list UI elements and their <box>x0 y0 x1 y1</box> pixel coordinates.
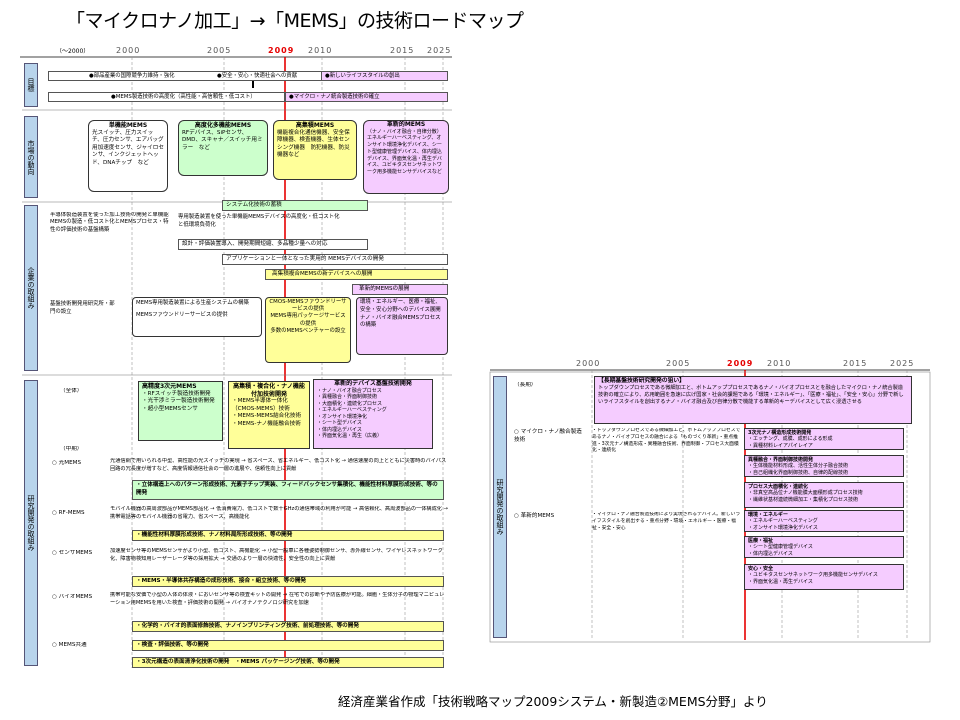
right-year-2010: 2010 <box>767 360 792 368</box>
right-micronano-label: ○ マイクロ・ナノ融合製造技術 <box>514 429 582 443</box>
left-year-2005: 2005 <box>207 47 232 55</box>
industry-package: MEMS専用パッケージサービスの提供 <box>270 313 346 327</box>
right-novel-text: ・マイクロ・ナノ融合製造技術により実現されるデバイス。新しいライフスタイルを創出… <box>592 512 741 531</box>
right-environment-energy: 環境・エネルギー・エネルギーハーベスティング・オンサイト環境浄化デバイス <box>744 510 904 532</box>
goal-manufacturing: ●MEMS製造技術の高度化（高性能・高信頼性・低コスト） <box>48 92 285 102</box>
research-composite: 高集積・複合化・ナノ機能付加技術開発 ・MEMS半導体一体化（CMOS-MEMS… <box>228 381 310 449</box>
research-optical-label: ○ 光MEMS <box>52 460 81 466</box>
research-novel-device: 革新的デバイス基盤技術開発 ・ナノ・バイオ融合プロセス・異種融合・界面制御技術・… <box>313 379 433 449</box>
band-application: アプリケーションと一体となった実用的 MEMSデバイスの開発 <box>222 254 448 265</box>
left-year-2000: 2000 <box>116 47 141 55</box>
band-rf: ・機能性材料厚膜形成技術、ナノ材料局所形成技術、等の開発 <box>132 530 444 541</box>
goal-micronano: ●マイクロ・ナノ統合製造技術の確立 <box>285 92 448 102</box>
research-rf-label: ○ RF-MEMS <box>52 510 85 516</box>
timeline-start-label: （〜2000） <box>56 48 90 55</box>
research-hd3-mems: 高精度3次元MEMS ・RFスイッチ製造技術開発・光干渉ミラー製造技術開発・超小… <box>138 381 223 441</box>
left-year-2015: 2015 <box>390 47 415 55</box>
market-novel-mems: 革新的MEMS（ナノ・バイオ融合・自律分散）エネルギーハーベスティング、オンサイ… <box>363 120 449 194</box>
right-micronano-text: ・トップダウンプロセスである微細加工と、ボトムアッププロセスであるナノ・バイオプ… <box>592 428 741 454</box>
right-hybrid-interface: 異種融合・界面制御技術開発・生体機能材料形成、活性生体分子融合技術・自己組織化界… <box>744 455 904 477</box>
left-year-2025: 2025 <box>427 47 452 55</box>
right-large-area: プロセス大面積化・連続化・非真空高品位ナノ機能膜大面積形成プロセス技術・繊維状基… <box>744 482 904 508</box>
source-caption: 経済産業省作成「技術戦略マップ2009システム・新製造②MEMS分野」より <box>338 694 768 709</box>
goal-safety: ●安全・安心・快適社会への貢献 <box>217 73 298 79</box>
research-common-label: ○ MEMS共通 <box>52 642 87 648</box>
side-label-industry: 企業の取組み <box>24 205 38 371</box>
side-label-goal: 目標 <box>24 63 38 107</box>
right-safety-security: 安心・安全・ユビキタスセンサネットワーク用多機能センサデバイス・界面気化温・再生… <box>744 564 904 590</box>
right-longterm-label: （長期） <box>514 382 537 388</box>
right-year-2015: 2015 <box>843 360 868 368</box>
industry-left-text: 半導体製造装置を使った加工技術の開発と単機能MEMSの製造・低コスト化とMEMS… <box>50 212 169 233</box>
band-system-tech: システム化技術の蓄積 <box>222 200 368 211</box>
industry-equipment: MEMS専用製造装置による生産システムの構築 MEMSファウンドリーサービスの提… <box>132 297 262 337</box>
right-novel-label: ○ 革新的MEMS <box>514 513 555 519</box>
research-rf-text: モバイル機器の高周波部品がMEMS部品化 → 低消費電力、低コストで数十GHzの… <box>110 506 448 520</box>
band-design-evaluation: 設計・評価装置導入、開発期間短縮、多品種少量への対応 <box>178 239 368 250</box>
industry-services: CMOS-MEMSファウンドリーサービスの提供 MEMS専用パッケージサービスの… <box>265 297 351 363</box>
industry-environment: 環境・エネルギー、医療・福祉、安全・安心分野へのデバイス展開 <box>360 299 441 313</box>
left-year-2009: 2009 <box>268 47 295 55</box>
right-aim-box: 【長期基盤技術研究開発の狙い】トップダウンプロセスである微細加工と、ボトムアップ… <box>594 376 912 424</box>
research-midterm-label: （中期） <box>60 446 83 452</box>
research-sensor-label: ○ センサMEMS <box>52 550 93 556</box>
side-label-research-right: 研究開発の取組み <box>493 376 507 638</box>
research-bio-label: ○ バイオMEMS <box>52 594 93 600</box>
research-overall-label: （全体） <box>60 388 83 394</box>
left-year-2010: 2010 <box>308 47 333 55</box>
page-title: 「マイクロナノ加工」→「MEMS」の技術ロードマップ <box>66 10 524 32</box>
research-bio-text: 携帯可能な安価で小型の人体の体液・においセンサ等の検査キットの開発 → 在宅での… <box>110 592 445 606</box>
right-year-2005: 2005 <box>666 360 691 368</box>
side-label-research: 研究開発の取組み <box>24 380 38 666</box>
band-integrated: 高集積複合MEMSの新デバイスへの展開 <box>265 269 448 280</box>
right-year-2009: 2009 <box>727 360 754 368</box>
band-common-2: ・3次元構造の表面清浄化技術の開発 ・MEMS パッケージング技術、等の開発 <box>132 657 444 668</box>
goal-lifestyle: ●新しいライフスタイルの創出 <box>321 71 448 81</box>
industry-nanobio: ナノ・バイオ融合MEMSプロセスの構築 <box>360 314 441 329</box>
industry-applications: 環境・エネルギー、医療・福祉、安全・安心分野へのデバイス展開 ナノ・バイオ融合M… <box>356 297 448 355</box>
side-label-market: 市場の動向 <box>24 116 38 198</box>
right-year-2000: 2000 <box>576 360 601 368</box>
right-medical-welfare: 医療・福祉・シート型健康管理デバイス・体内埋込デバイス <box>744 536 904 558</box>
band-novel: 革新的MEMSの展開 <box>352 284 448 295</box>
industry-dedicated: 専用製造装置を使った単機能MEMSデバイスの高度化・低コスト化と低環境負荷化 <box>178 214 340 228</box>
right-3d-nano: 3次元ナノ構造形成技術開発・エッチング、成膜、成形による形成・異種材料レイアパイ… <box>744 428 904 450</box>
research-sensor-text: 加速度センサ等のMEMSセンサがより小型、低コスト、高機能化 → 小型一般車に各… <box>110 548 443 562</box>
band-bio: ・化学的・バイオ的表面修飾技術、ナノインプリンティング技術、前処理技術、等の開発 <box>132 621 444 632</box>
industry-venture: 多数のMEMSベンチャーの設立 <box>270 327 346 334</box>
band-sensor: ・MEMS・半導体共存構造の成形技術、接合・組立技術、等の開発 <box>132 576 444 587</box>
band-optical: ・立体構造上へのパターン形成技術、光素子チップ実装、フィードバックセンサ集積化、… <box>132 480 444 500</box>
industry-cmos: CMOS-MEMSファウンドリーサービスの提供 <box>269 299 347 313</box>
research-optical-text: 光通信網で用いられる中型、高性能の光スイッチの実現 → 省スペース、省エネルギー… <box>110 458 447 472</box>
band-common-1: ・検査・評価技術、等の開発 <box>132 640 444 651</box>
industry-basic-dev: 基盤技術開発用研究所・部門の設立 <box>50 301 115 315</box>
goal-competitiveness: ●部品産業の国際競争力維持・強化 <box>89 73 175 79</box>
right-year-2025: 2025 <box>890 360 915 368</box>
